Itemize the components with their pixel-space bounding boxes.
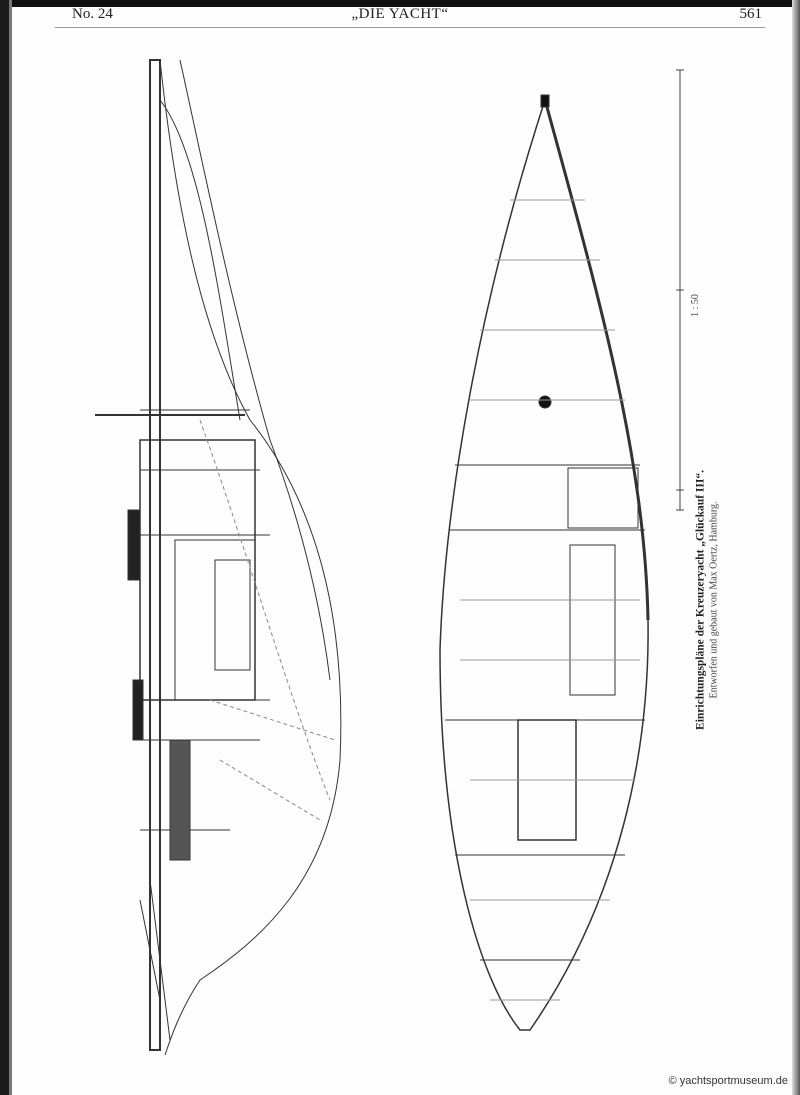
- scale-label: 1 : 50: [689, 294, 701, 317]
- figure-caption: Einrichtungspläne der Kreuzeryacht „Glüc…: [695, 470, 720, 730]
- page-number: 561: [739, 6, 763, 22]
- caption-title: Einrichtungspläne der Kreuzeryacht „Glüc…: [694, 470, 707, 730]
- scan-top-edge: [0, 0, 800, 7]
- scale-bar: [676, 69, 684, 511]
- scan-binding-shadow: [9, 0, 12, 1095]
- scan-right-edge: [792, 0, 800, 1095]
- journal-title: „DIE YACHT“: [351, 6, 449, 22]
- header-rule: [55, 27, 765, 28]
- profile-section-drawing: [95, 59, 342, 1056]
- watermark: © yachtsportmuseum.de: [668, 1075, 788, 1087]
- issue-number: No. 24: [72, 6, 113, 22]
- plan-view-drawing: [439, 94, 650, 1031]
- scan-binding-edge: [0, 0, 9, 1095]
- caption-subtitle: Entworfen und gebaut von Max Oertz, Hamb…: [708, 501, 720, 699]
